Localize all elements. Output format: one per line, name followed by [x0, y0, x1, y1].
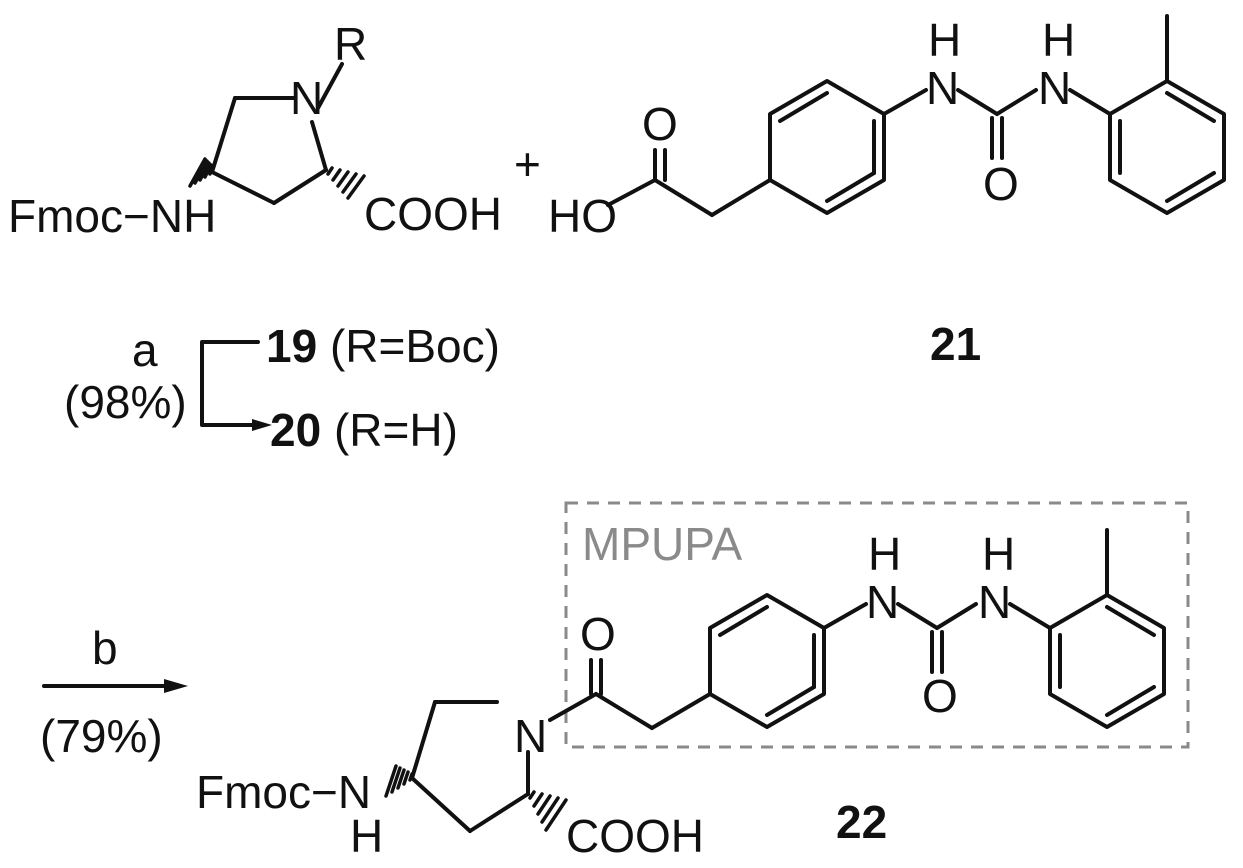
compound-label-22: 22: [836, 796, 887, 848]
mpupa-box-label: MPUPA: [582, 518, 742, 570]
hashed-bond: [528, 790, 568, 832]
carboxylic-acid-label: COOH: [364, 188, 502, 240]
product-urea-oxygen: O: [922, 670, 958, 722]
urea-n-1: N: [926, 62, 959, 114]
compound-label-21: 21: [930, 318, 981, 370]
hashed-bond: [384, 764, 414, 798]
hashed-bond: [188, 157, 214, 188]
compound-19-label: 19 (R=Boc): [266, 320, 500, 372]
product-urea-n-1: N: [866, 576, 899, 628]
urea-h-1: H: [928, 14, 961, 66]
hashed-bond: [326, 166, 366, 200]
compound-20-label: 20 (R=H): [270, 404, 458, 456]
r-group-label: R: [334, 18, 367, 70]
reactant-acid-21: H N H N O O HO: [548, 14, 1226, 242]
step-a-reagent: a: [132, 324, 158, 376]
product-ring-nitrogen: N: [514, 710, 547, 762]
urea-oxygen-label: O: [983, 158, 1019, 210]
mpupa-highlight-box: [564, 501, 1190, 749]
product-urea-n-2: N: [978, 576, 1011, 628]
step-b-reagent: b: [92, 622, 118, 674]
ring-nitrogen-label: N: [290, 72, 323, 124]
product-urea-h-2: H: [982, 528, 1015, 580]
plus-sign: +: [514, 138, 541, 190]
product-amine-h: H: [350, 810, 383, 862]
step-b: b (79%): [40, 622, 188, 762]
step-a: a (98%) 19 (R=Boc) 20 (R=H): [64, 320, 500, 456]
product-urea-h-1: H: [868, 528, 901, 580]
urea-h-2: H: [1042, 14, 1075, 66]
step-a-yield: (98%): [64, 376, 187, 428]
urea-n-2: N: [1038, 62, 1071, 114]
step-b-yield: (79%): [40, 710, 163, 762]
product-22: MPUPA: [196, 501, 1190, 862]
reactant-pyrrolidine: R N Fmoc−NH COOH: [8, 18, 502, 242]
product-fmoc-amine: Fmoc−N: [196, 766, 371, 818]
product-amide-oxygen: O: [580, 608, 616, 660]
product-carboxylic-acid: COOH: [566, 810, 704, 862]
acid-hydroxyl-label: HO: [548, 190, 617, 242]
acid-carbonyl-oxygen: O: [642, 98, 678, 150]
fmoc-amine-label: Fmoc−NH: [8, 190, 216, 242]
